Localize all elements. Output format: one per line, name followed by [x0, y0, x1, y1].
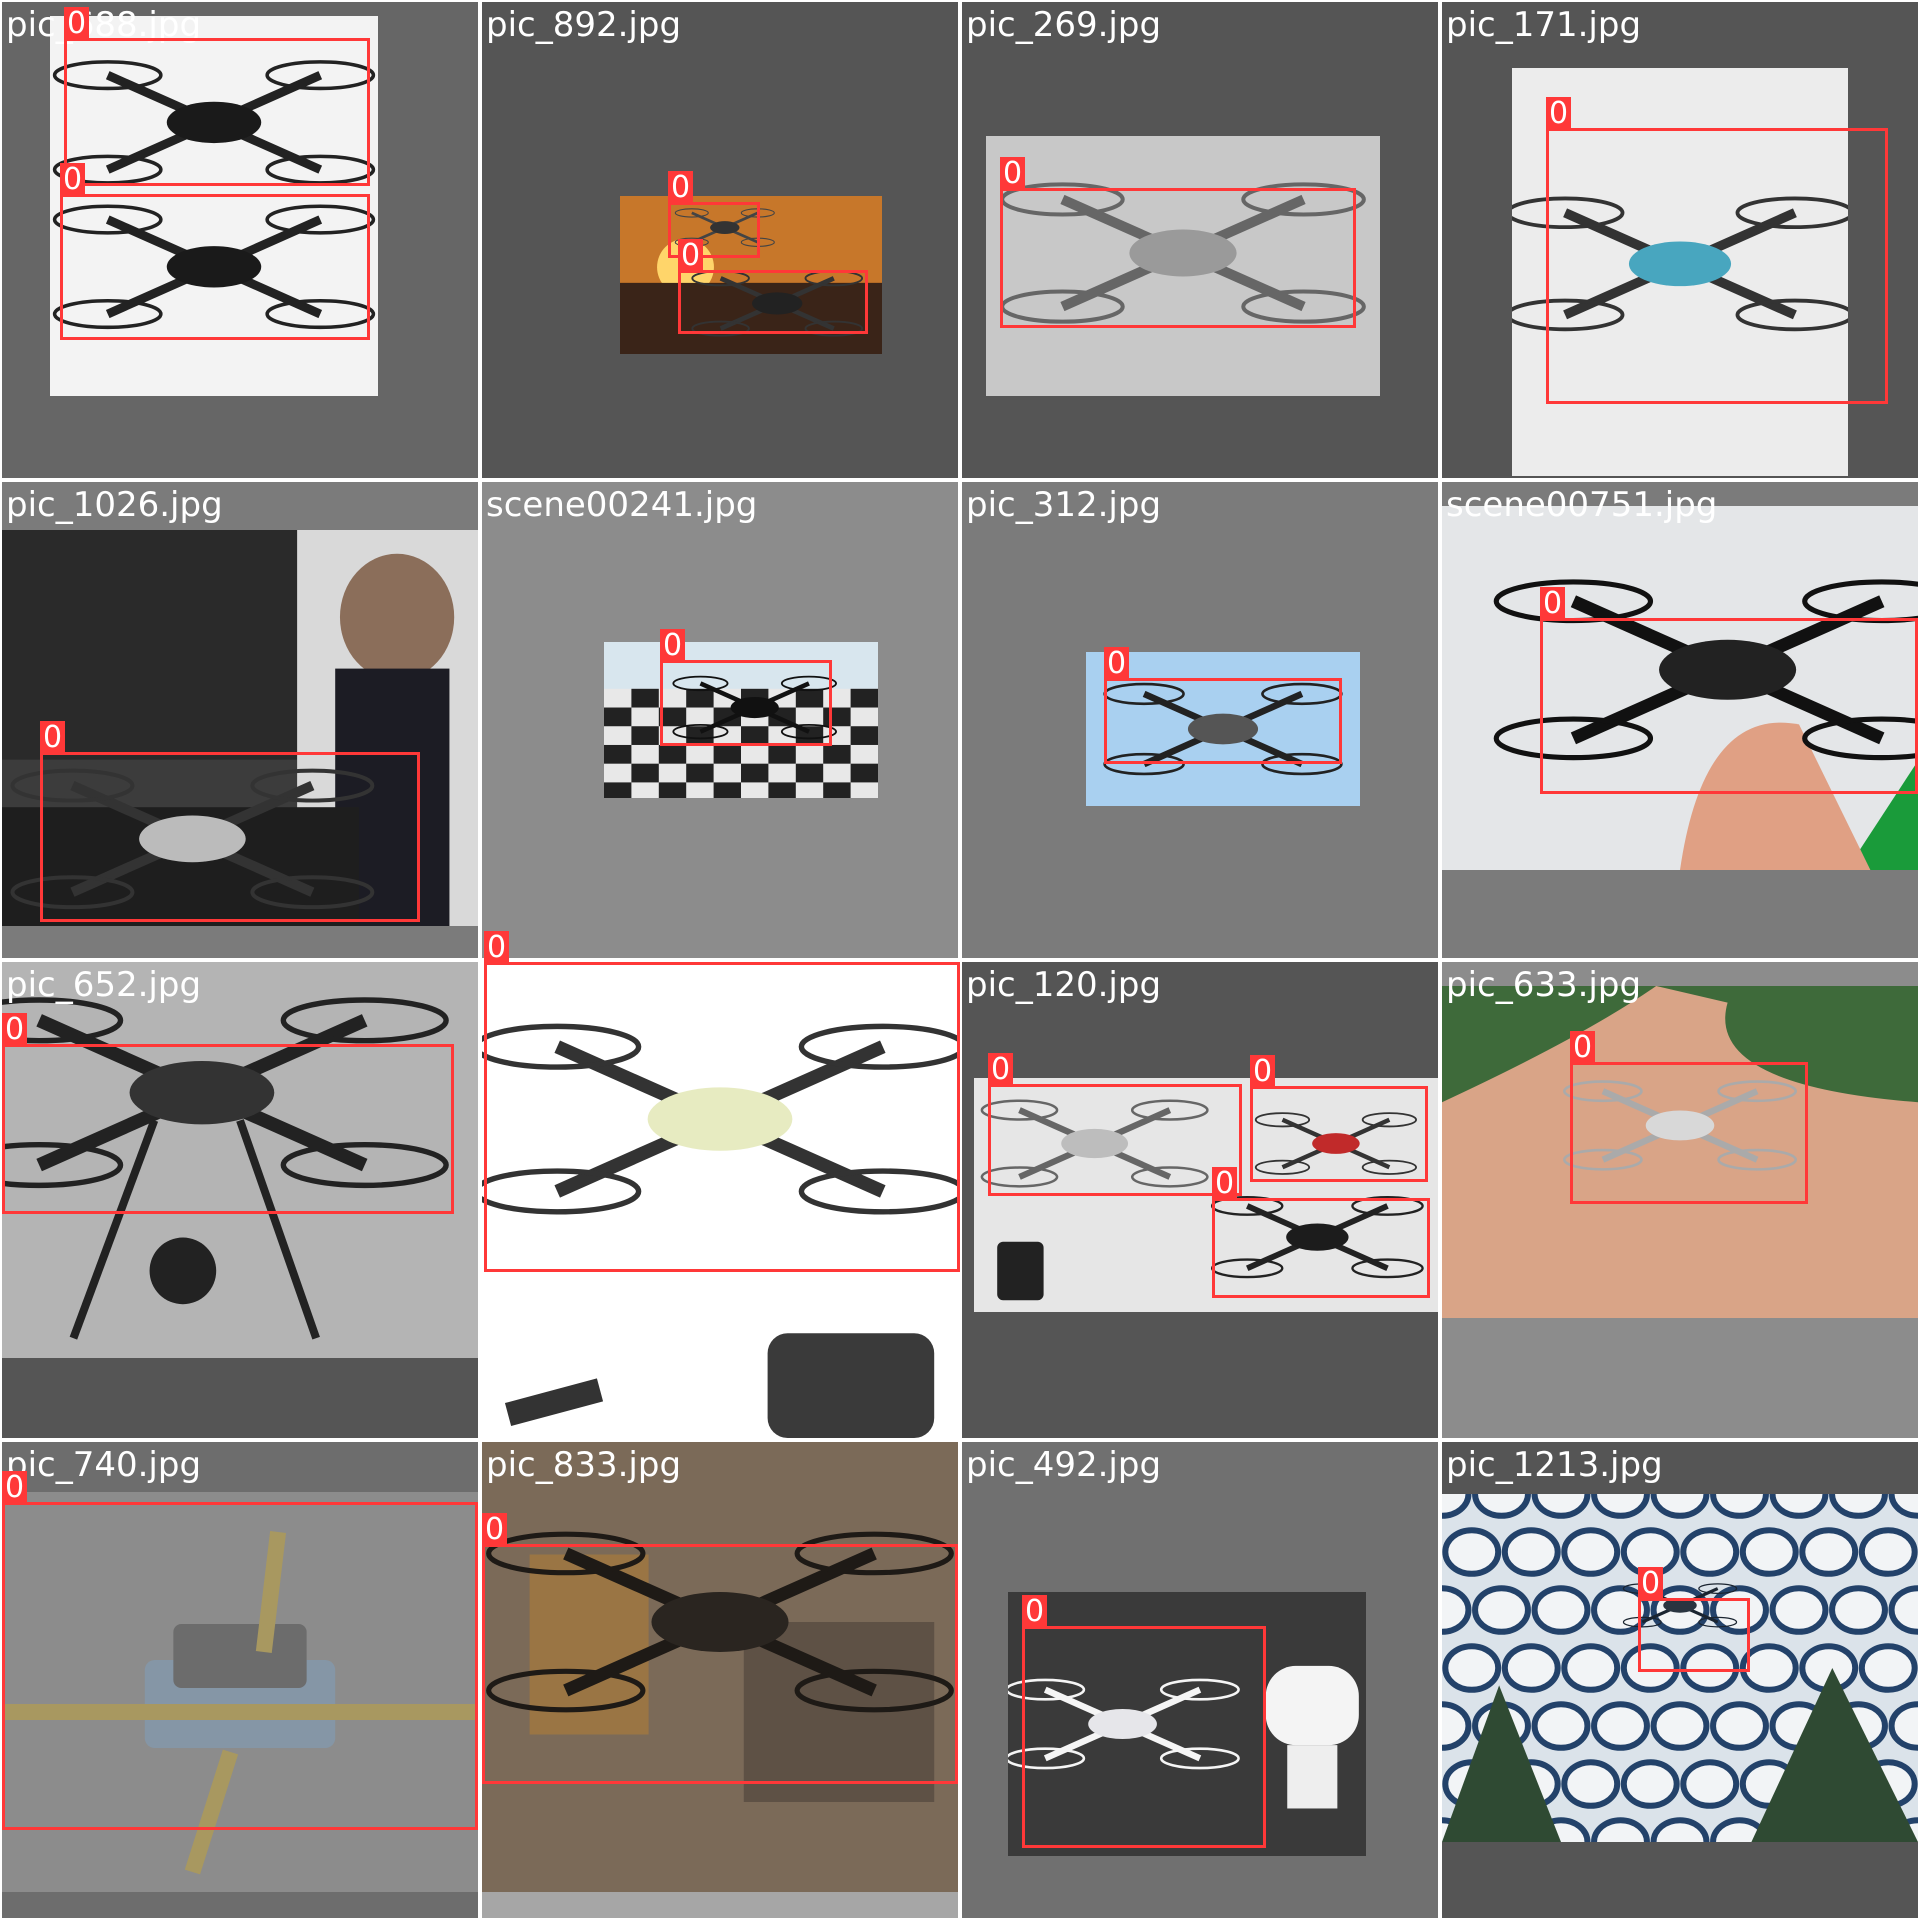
detection-box: 0	[60, 163, 370, 340]
detection-box: 0	[64, 7, 370, 186]
drone-photo	[2, 530, 478, 926]
class-label: 0	[678, 239, 704, 273]
detection-box: 0	[988, 1053, 1242, 1196]
detection-box: 0	[40, 721, 420, 922]
drone-photo	[1512, 68, 1848, 476]
class-label: 0	[64, 7, 90, 41]
class-label: 0	[988, 1053, 1014, 1087]
detection-box: 0	[482, 1513, 958, 1784]
drone-photo	[50, 16, 378, 396]
class-label: 0	[1104, 647, 1130, 681]
detection-box: 0	[1212, 1167, 1430, 1298]
drone-photo	[1086, 652, 1360, 806]
detection-box: 0	[1022, 1595, 1266, 1848]
class-label: 0	[1638, 1567, 1664, 1601]
drone-photo	[1442, 1494, 1918, 1842]
drone-photo	[482, 962, 958, 1438]
class-label: 0	[1250, 1055, 1276, 1089]
class-label: 0	[1022, 1595, 1048, 1629]
drone-photo	[482, 1442, 958, 1892]
class-label: 0	[482, 1513, 508, 1547]
drone-photo	[1442, 986, 1918, 1318]
class-label: 0	[1000, 157, 1026, 191]
class-label: 0	[668, 171, 694, 205]
class-label: 0	[40, 721, 66, 755]
detection-box: 0	[668, 171, 760, 258]
class-label: 0	[660, 629, 686, 663]
detection-box: 0	[660, 629, 832, 746]
drone-photo	[2, 1492, 478, 1892]
class-label: 0	[1546, 97, 1572, 131]
detection-box: 0	[1638, 1567, 1750, 1672]
class-label: 0	[2, 1471, 28, 1505]
drone-photo	[1442, 506, 1918, 870]
class-label: 0	[1570, 1031, 1596, 1065]
class-label: 0	[2, 1013, 28, 1047]
detection-box: 0	[2, 1013, 454, 1214]
detection-box: 0	[1540, 587, 1918, 794]
detection-box: 0	[484, 931, 960, 1272]
detection-box: 0	[1104, 647, 1342, 764]
class-label: 0	[484, 931, 510, 965]
class-label: 0	[1540, 587, 1566, 621]
detection-box: 0	[1000, 157, 1356, 328]
detection-box: 0	[678, 239, 868, 334]
detection-box: 0	[1570, 1031, 1808, 1204]
detection-box: 0	[1546, 97, 1888, 404]
class-label: 0	[1212, 1167, 1238, 1201]
drone-photo	[986, 136, 1380, 396]
drone-photo	[2, 962, 478, 1358]
class-label: 0	[60, 163, 86, 197]
detection-box: 0	[1250, 1055, 1428, 1182]
detection-box: 0	[2, 1471, 478, 1830]
drone-photo	[1008, 1592, 1366, 1856]
